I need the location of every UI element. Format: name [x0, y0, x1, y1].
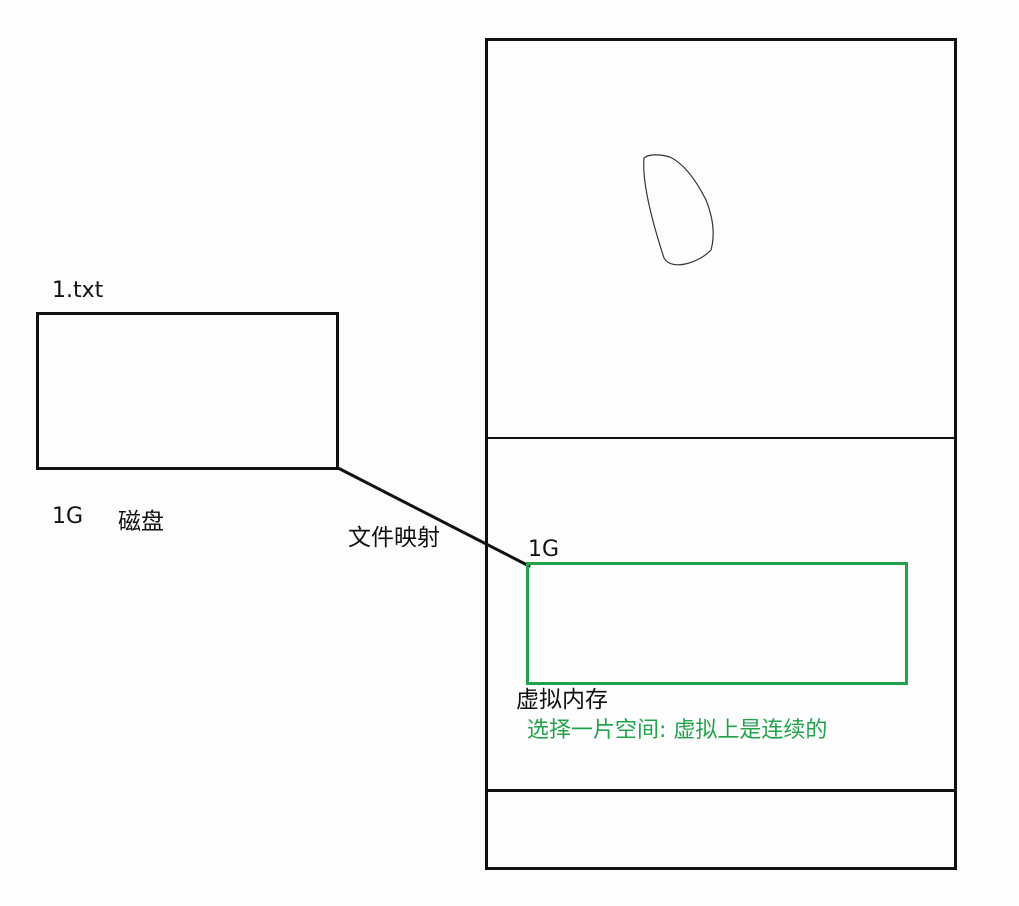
memory-upper-section: [485, 38, 957, 439]
virtual-memory-label: 虚拟内存: [516, 687, 608, 713]
disk-file-box: [36, 312, 339, 470]
file-mapping-label: 文件映射: [348, 525, 440, 551]
virtual-memory-note: 选择一片空间: 虚拟上是连续的: [527, 718, 828, 743]
freehand-blob: [643, 154, 714, 266]
virtual-memory-region: [526, 562, 908, 685]
disk-label: 磁盘: [118, 509, 164, 535]
mapping-connector-line: [336, 466, 531, 568]
memory-column: [485, 38, 957, 870]
file-name-label: 1.txt: [52, 278, 104, 303]
disk-size-label: 1G: [52, 504, 84, 529]
memory-bottom-section: [488, 789, 954, 870]
memory-region-size-label: 1G: [528, 537, 560, 562]
